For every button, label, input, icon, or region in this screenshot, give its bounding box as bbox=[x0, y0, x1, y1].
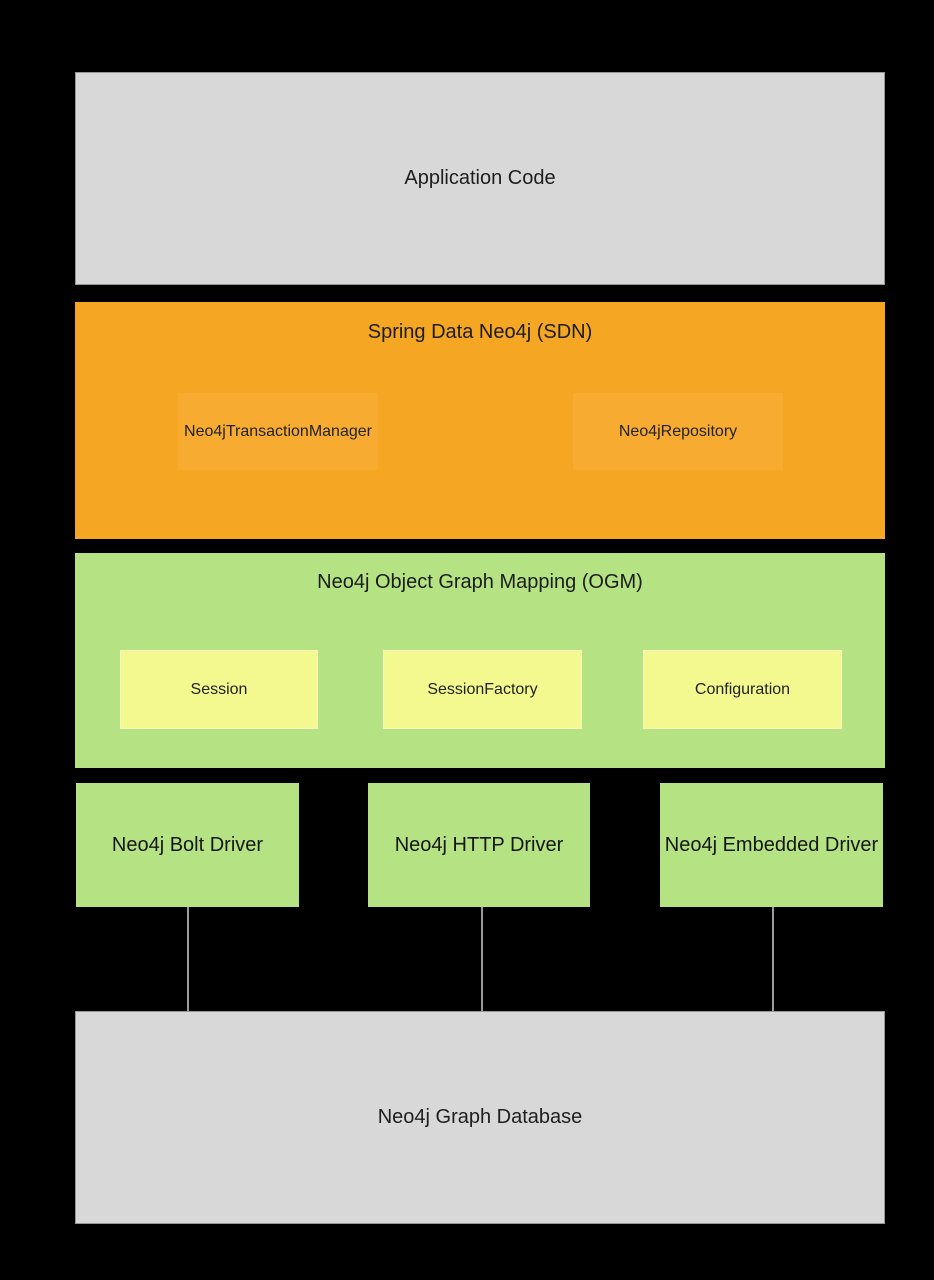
application-code-label: Application Code bbox=[404, 167, 556, 189]
graph-database-layer: Neo4j Graph Database bbox=[75, 1011, 885, 1224]
application-code-layer: Application Code bbox=[75, 72, 885, 285]
session-label: Session bbox=[190, 680, 248, 698]
embedded-driver-box: Neo4j Embedded Driver bbox=[660, 783, 883, 907]
sdn-layer-title: Spring Data Neo4j (SDN) bbox=[367, 321, 593, 343]
bolt-driver-label: Neo4j Bolt Driver bbox=[111, 833, 264, 856]
http-driver-label: Neo4j HTTP Driver bbox=[394, 833, 564, 856]
session-component: Session bbox=[120, 650, 318, 729]
transaction-manager-component: Neo4jTransactionManager bbox=[178, 393, 378, 470]
embedded-driver-connector-line bbox=[772, 907, 774, 1011]
ogm-layer-title: Neo4j Object Graph Mapping (OGM) bbox=[317, 571, 643, 593]
configuration-component: Configuration bbox=[643, 650, 842, 729]
ogm-layer: Neo4j Object Graph Mapping (OGM) Session… bbox=[75, 553, 885, 768]
transaction-manager-label: Neo4jTransactionManager bbox=[184, 422, 372, 440]
configuration-label: Configuration bbox=[694, 680, 791, 698]
sdn-layer: Spring Data Neo4j (SDN) Neo4jTransaction… bbox=[75, 302, 885, 539]
bolt-driver-box: Neo4j Bolt Driver bbox=[76, 783, 299, 907]
session-factory-component: SessionFactory bbox=[383, 650, 582, 729]
http-driver-connector-line bbox=[481, 907, 483, 1011]
graph-database-label: Neo4j Graph Database bbox=[377, 1106, 583, 1128]
repository-label: Neo4jRepository bbox=[618, 422, 738, 440]
http-driver-box: Neo4j HTTP Driver bbox=[368, 783, 590, 907]
embedded-driver-label: Neo4j Embedded Driver bbox=[664, 833, 879, 856]
repository-component: Neo4jRepository bbox=[573, 393, 783, 470]
bolt-driver-connector-line bbox=[187, 907, 189, 1011]
session-factory-label: SessionFactory bbox=[427, 680, 538, 698]
